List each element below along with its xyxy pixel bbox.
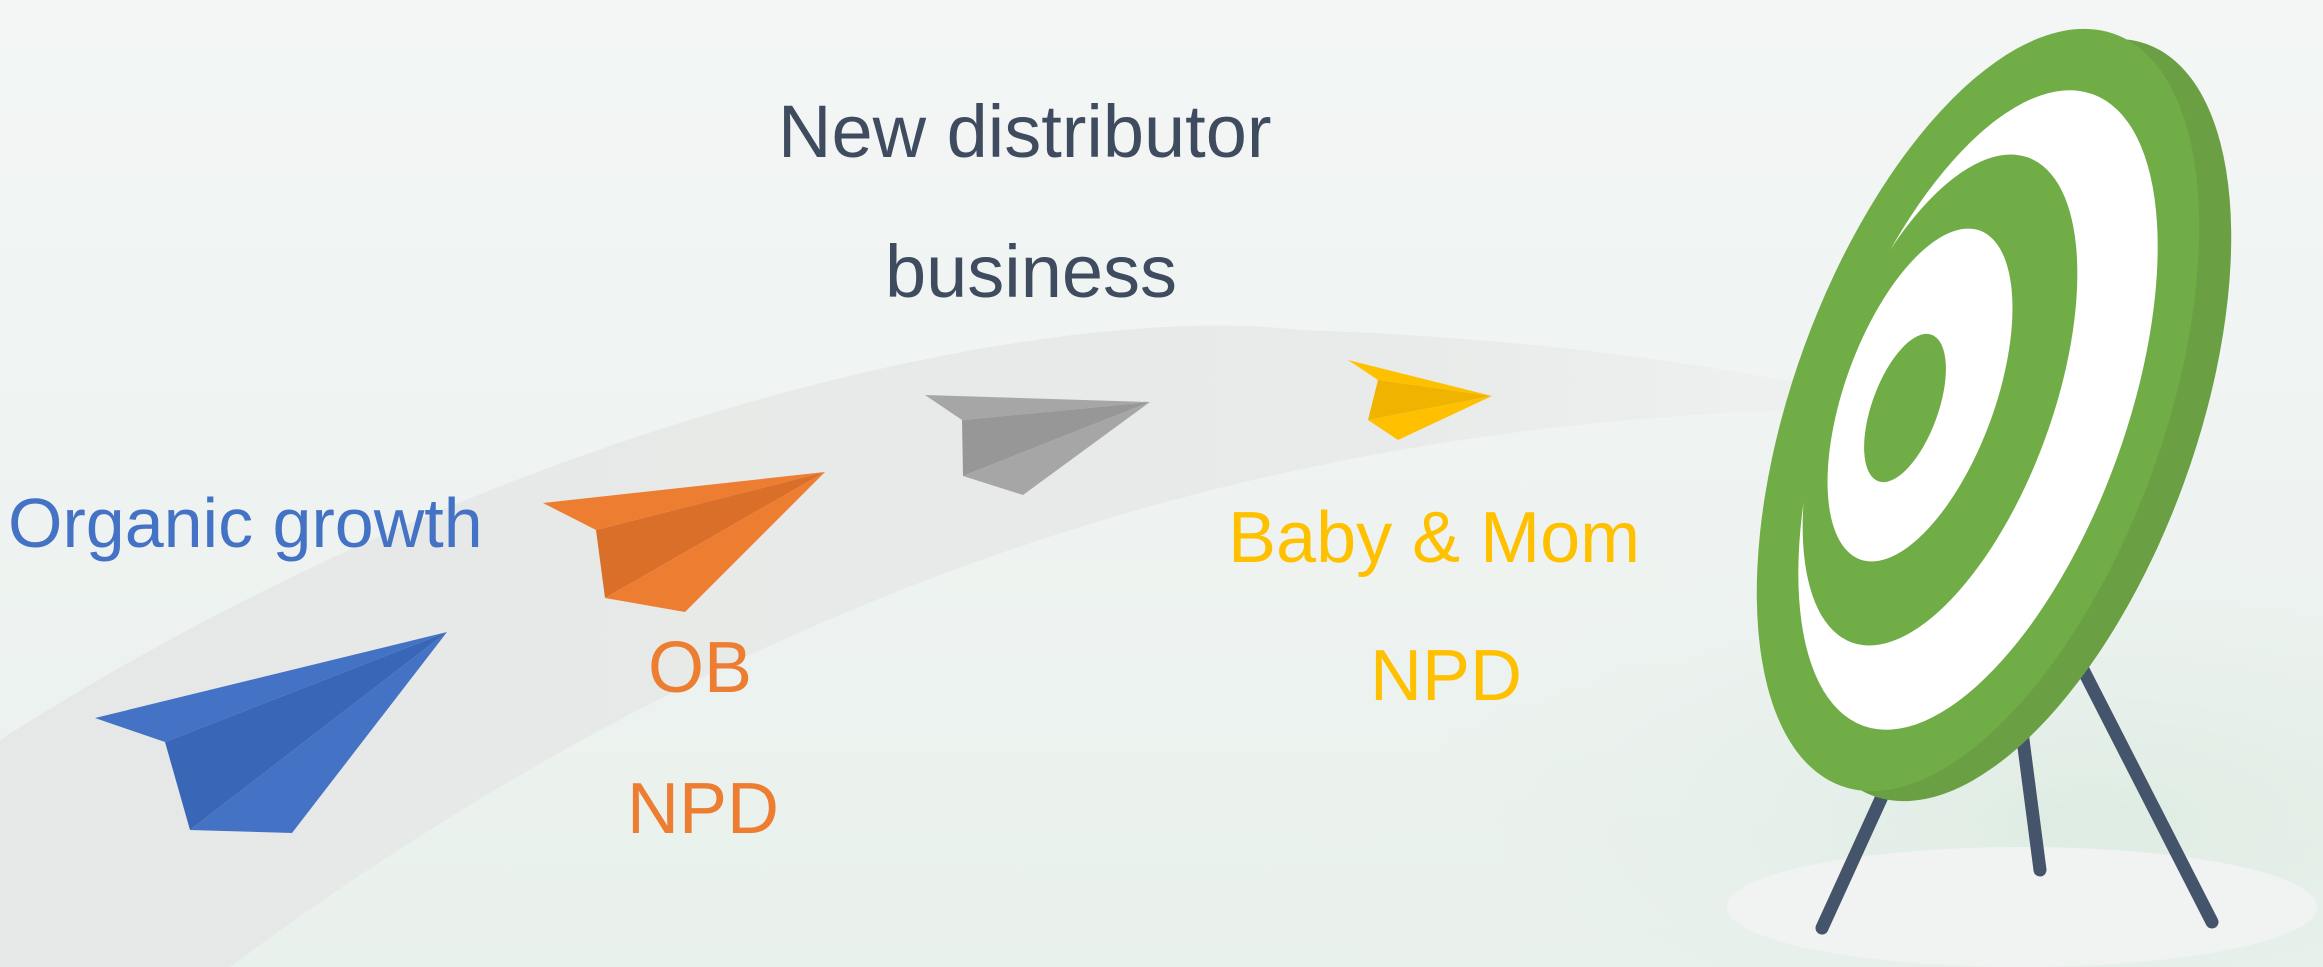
paper-plane-gray-icon — [925, 395, 1150, 495]
paper-plane-yellow-icon — [1348, 360, 1492, 440]
paper-plane-blue-icon — [95, 632, 447, 833]
label-new-distributor-business: business — [885, 230, 1178, 313]
label-baby-mom: Baby & Mom — [1228, 498, 1641, 578]
label-ob-npd: NPD — [627, 769, 780, 849]
paper-plane-orange-icon — [543, 472, 825, 612]
label-new-distributor: New distributor — [778, 90, 1272, 173]
label-ob: OB — [648, 628, 753, 708]
target-floor-shadow — [1727, 847, 2317, 967]
growth-path-swoosh — [0, 325, 1905, 967]
label-organic-growth: Organic growth — [8, 484, 483, 562]
bullseye-target-icon — [1756, 28, 2232, 802]
label-baby-mom-npd: NPD — [1370, 636, 1523, 716]
